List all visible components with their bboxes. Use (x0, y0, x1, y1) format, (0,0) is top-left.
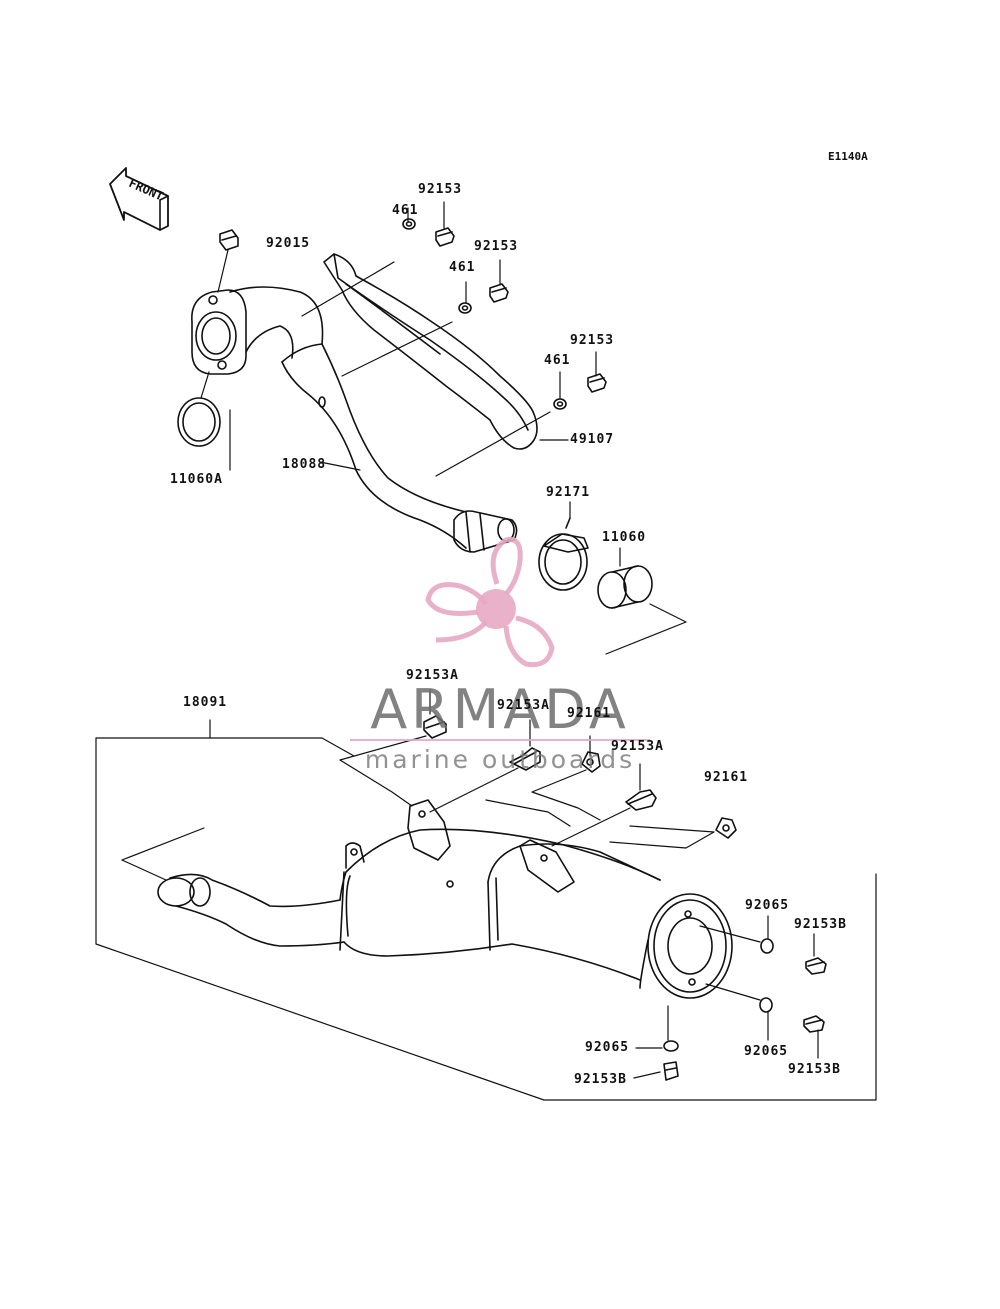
part-label-92153A-1[interactable]: 92153A (406, 668, 459, 683)
part-label-92153A-2[interactable]: 92153A (497, 698, 550, 713)
nut-92161-1 (581, 751, 601, 773)
muffler-18091 (157, 799, 733, 999)
part-label-92153A-3[interactable]: 92153A (611, 739, 664, 754)
nut-461-top (402, 218, 416, 230)
bolt-92153B-1 (805, 957, 827, 975)
part-label-92171[interactable]: 92171 (546, 485, 591, 500)
part-label-18088[interactable]: 18088 (282, 457, 327, 472)
part-label-49107[interactable]: 49107 (570, 432, 615, 447)
part-label-92065-3[interactable]: 92065 (585, 1040, 630, 1055)
leader-lines (95, 201, 877, 1101)
part-label-92153-low[interactable]: 92153 (570, 333, 615, 348)
part-label-18091[interactable]: 18091 (183, 695, 228, 710)
part-label-461-low[interactable]: 461 (544, 353, 571, 368)
watermark-tagline: marine outboards (364, 745, 636, 774)
bolt-92153A-1 (423, 715, 447, 739)
nut-461-low (553, 398, 567, 410)
bolt-92153A-2 (509, 747, 541, 771)
part-label-92153B-1[interactable]: 92153B (794, 917, 847, 932)
watermark-divider (350, 739, 650, 741)
part-label-92065-1[interactable]: 92065 (745, 898, 790, 913)
gasket-11060A (177, 397, 221, 447)
part-label-92153-mid[interactable]: 92153 (474, 239, 519, 254)
part-label-92161-1[interactable]: 92161 (567, 706, 612, 721)
part-label-461-top[interactable]: 461 (392, 203, 419, 218)
bolt-92153-mid (489, 283, 509, 303)
front-arrow-icon (109, 167, 169, 231)
propeller-hub-icon (476, 589, 516, 629)
bolt-top-flange (219, 229, 239, 251)
part-label-92153B-3[interactable]: 92153B (574, 1072, 627, 1087)
part-label-92161-2[interactable]: 92161 (704, 770, 749, 785)
bolt-92153-top (435, 227, 455, 247)
watermark-brand: ARMADA (370, 678, 630, 741)
nut-461-mid (458, 302, 472, 314)
propeller-logo-icon (425, 536, 555, 668)
bolt-92153-low (587, 373, 607, 393)
part-label-92015[interactable]: 92015 (266, 236, 311, 251)
washer-92065-1 (760, 938, 774, 954)
clamp-92171 (538, 517, 589, 591)
bolt-92153B-2 (803, 1015, 825, 1033)
exhaust-pipe-18088 (191, 286, 518, 553)
part-label-11060A[interactable]: 11060A (170, 472, 223, 487)
part-label-92065-2[interactable]: 92065 (744, 1044, 789, 1059)
nut-92161-2 (715, 817, 737, 839)
washer-92065-2 (759, 997, 773, 1013)
bolt-92153A-3 (625, 789, 657, 811)
part-label-92153B-2[interactable]: 92153B (788, 1062, 841, 1077)
washer-92065-3 (663, 1040, 679, 1052)
part-label-92153-top[interactable]: 92153 (418, 182, 463, 197)
part-label-461-mid[interactable]: 461 (449, 260, 476, 275)
gasket-11060 (597, 565, 653, 609)
bolt-92153B-3 (663, 1061, 679, 1081)
heat-cover-49107 (323, 253, 538, 450)
diagram-code: E1140A (828, 150, 868, 163)
part-label-11060[interactable]: 11060 (602, 530, 647, 545)
